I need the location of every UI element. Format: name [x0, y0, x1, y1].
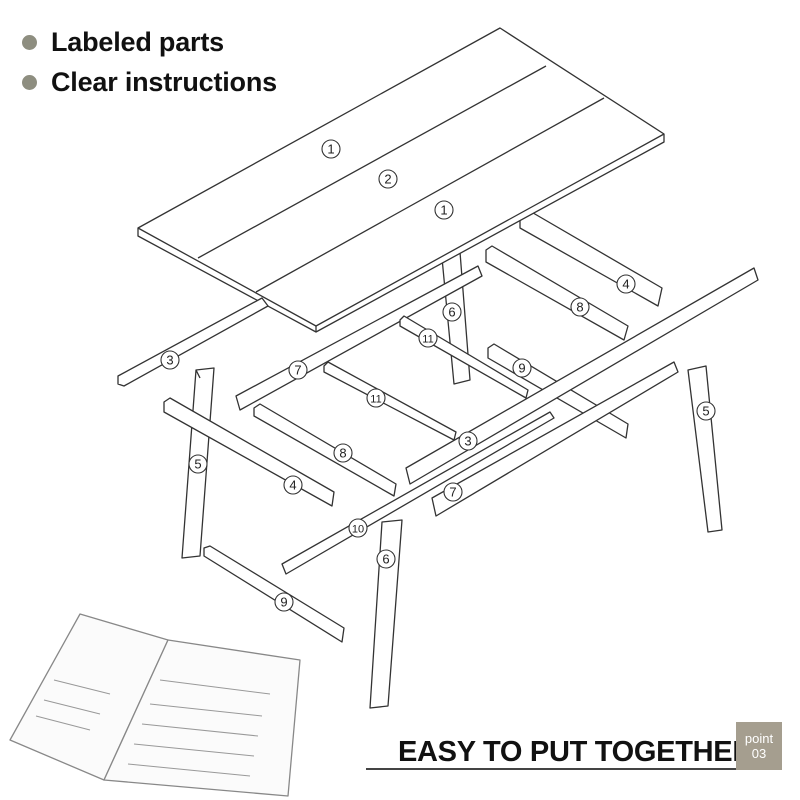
part-label: 7 — [449, 485, 456, 500]
rail-9-front — [203, 545, 345, 643]
part-label-circle — [442, 302, 462, 322]
part-label: 10 — [352, 524, 364, 536]
part-label: 11 — [370, 394, 381, 406]
part-label-circle — [512, 358, 532, 378]
part-label-circle — [348, 518, 368, 538]
rail-8-front — [253, 403, 397, 497]
instruction-booklet — [9, 613, 301, 797]
part-label-circle — [283, 475, 303, 495]
part-label: 5 — [194, 457, 201, 472]
badge-label: point — [744, 731, 774, 746]
part-label-circle — [418, 328, 438, 348]
part-label: 6 — [382, 552, 389, 567]
point-badge: point 03 — [736, 722, 782, 770]
rail-3-long — [405, 267, 759, 485]
part-label: 9 — [518, 361, 525, 376]
part-label: 7 — [294, 363, 301, 378]
rail-10 — [281, 411, 555, 575]
part-label: 4 — [289, 478, 296, 493]
part-label: 5 — [702, 404, 709, 419]
part-label-circle — [570, 297, 590, 317]
feature-label: Clear instructions — [51, 66, 277, 97]
part-label: 3 — [166, 353, 173, 368]
part-label: 1 — [327, 142, 334, 157]
part-label-circle — [378, 169, 398, 189]
part-label: 3 — [464, 434, 471, 449]
rail-3-left — [117, 297, 269, 387]
part-labels: 1 2 1 3 3 4 4 5 5 6 6 7 7 8 8 9 9 10 11 11 — [160, 139, 716, 612]
part-label: 8 — [339, 446, 346, 461]
part-label: 6 — [448, 305, 455, 320]
part-label-circle — [616, 274, 636, 294]
part-label-circle — [160, 350, 180, 370]
part-label: 8 — [576, 300, 583, 315]
part-label-circle — [458, 431, 478, 451]
part-label-circle — [288, 360, 308, 380]
part-label: 11 — [422, 334, 433, 346]
part-label-circle — [366, 388, 386, 408]
part-label: 9 — [280, 595, 287, 610]
leg-5-right — [687, 365, 723, 533]
part-label-circle — [274, 592, 294, 612]
feature-item: Clear instructions — [22, 62, 277, 102]
rail-7-right — [431, 361, 679, 517]
leg-6-front — [369, 519, 403, 709]
part-label-circle — [434, 200, 454, 220]
part-label-circle — [443, 482, 463, 502]
part-label-circle — [696, 401, 716, 421]
part-label-circle — [321, 139, 341, 159]
part-label: 1 — [440, 203, 447, 218]
part-label-circle — [333, 443, 353, 463]
table-top — [137, 27, 665, 333]
bullet-dot-icon — [22, 74, 37, 90]
part-label-circle — [376, 549, 396, 569]
rail-8-back — [485, 245, 629, 341]
rail-11-lower — [323, 361, 457, 441]
feature-label: Labeled parts — [51, 26, 224, 57]
part-label: 2 — [384, 172, 391, 187]
badge-number: 03 — [751, 746, 767, 761]
footer-divider — [366, 768, 738, 770]
feature-list: Labeled parts Clear instructions — [22, 22, 277, 102]
feature-item: Labeled parts — [22, 22, 277, 62]
footer-title: EASY TO PUT TOGETHER — [398, 736, 753, 768]
part-label: 4 — [622, 277, 629, 292]
bullet-dot-icon — [22, 34, 37, 50]
part-label-circle — [188, 454, 208, 474]
